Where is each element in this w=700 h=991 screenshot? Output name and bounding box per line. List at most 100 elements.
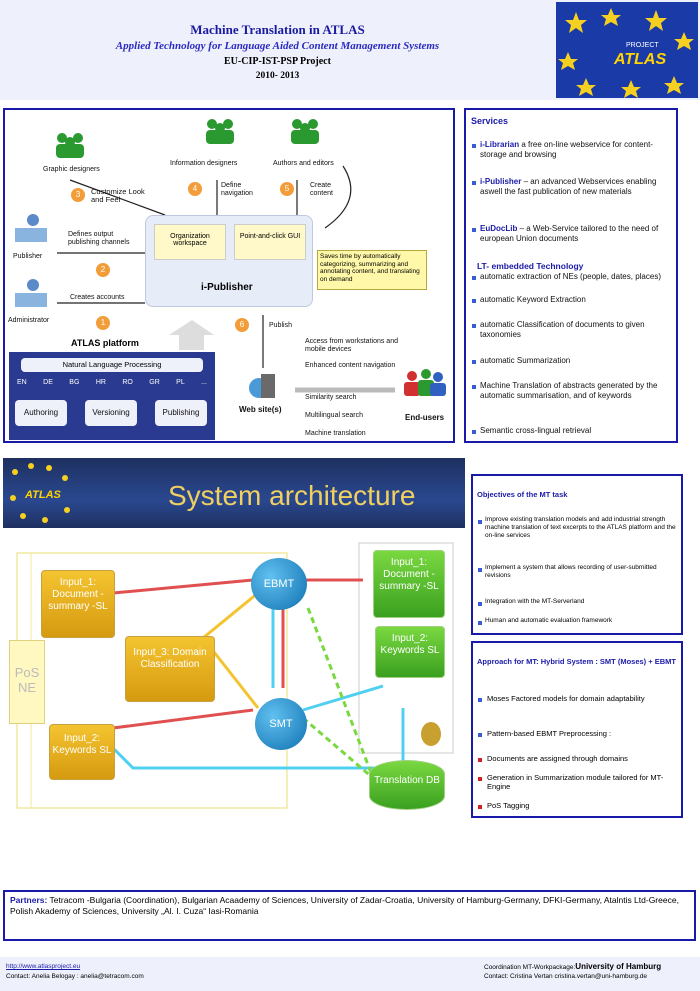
approach-item: PoS Tagging xyxy=(487,801,530,810)
atlas-logo: PROJECT ATLAS xyxy=(556,2,698,98)
lang-gr: GR xyxy=(149,379,160,386)
services-heading: Services xyxy=(471,116,509,126)
i-publisher-label: i-Publisher xyxy=(201,282,253,293)
end-users-icon xyxy=(400,368,450,400)
role-end-users: End-users xyxy=(405,413,445,422)
step-publish: Publish xyxy=(269,322,292,329)
lt-item: automatic Keyword Extraction xyxy=(480,295,586,304)
architecture-diagram: ATLAS System architecture PoS NE Input_1… xyxy=(3,458,465,813)
information-designers-icon xyxy=(200,116,240,146)
pos-ne-box: PoS NE xyxy=(9,640,45,724)
bullet-icon xyxy=(472,144,476,148)
step-number-2: 2 xyxy=(96,263,110,277)
bullet-icon xyxy=(472,385,476,389)
objectives-panel: Objectives of the MT task Improve existi… xyxy=(471,474,683,635)
bullet-icon xyxy=(478,568,482,572)
objectives-heading: Objectives of the MT task xyxy=(477,490,568,499)
module-versioning: Versioning xyxy=(85,400,137,426)
contact-hamburg: Contact: Cristina Vertan cristina.vertan… xyxy=(484,973,648,980)
step-define-output: Defines output publishing channels xyxy=(68,231,130,246)
architecture-banner: ATLAS System architecture xyxy=(3,458,465,528)
organization-workspace: Organization workspace xyxy=(154,224,226,260)
lang-bg: BG xyxy=(69,379,80,386)
output-1-document: Input_1: Document -summary -SL xyxy=(373,550,445,618)
lang-hr: HR xyxy=(95,379,106,386)
poster-subtitle: Applied Technology for Language Aided Co… xyxy=(115,40,440,52)
step-customize: Customize Look and Feel xyxy=(91,187,145,204)
bullet-icon xyxy=(478,621,482,625)
lang-de: DE xyxy=(43,379,53,386)
approach-heading: Approach for MT: Hybrid System : SMT (Mo… xyxy=(477,657,676,666)
access-workstations: Access from workstations and mobile devi… xyxy=(305,338,398,353)
role-administrator: Administrator xyxy=(8,317,50,324)
website-label: Web site(s) xyxy=(239,405,282,414)
partners-label: Partners: xyxy=(10,895,48,905)
logo-atlas-text: ATLAS xyxy=(614,51,667,68)
step-number-4: 4 xyxy=(188,182,202,196)
architecture-title: System architecture xyxy=(168,480,416,511)
bullet-icon xyxy=(478,733,482,737)
step-number-3: 3 xyxy=(71,188,85,202)
objective-item: Human and automatic evaluation framework xyxy=(485,617,613,624)
service-ipublisher: i-Publisher – an advanced Webservices en… xyxy=(480,177,657,196)
lt-item: automatic extraction of NEs (people, dat… xyxy=(480,272,661,281)
services-panel: Services i-Librarian a free on-line webs… xyxy=(464,108,678,443)
poster-title: Machine Translation in ATLAS xyxy=(190,22,365,37)
step-number-5: 5 xyxy=(280,182,294,196)
step-number-6: 6 xyxy=(235,318,249,332)
lang-pl: PL xyxy=(176,379,185,386)
coordination-label: Coordination MT-Workpackage:University o… xyxy=(484,962,662,971)
multilingual-search: Multilingual search xyxy=(305,412,363,419)
authors-editors-icon xyxy=(285,116,325,146)
objective-item: Integration with the MT-Serverland xyxy=(485,598,585,605)
approach-item: Generation in Summarization module tailo… xyxy=(487,773,664,791)
workflow-diagram: Graphic designers Information designers … xyxy=(3,108,455,443)
bullet-icon xyxy=(472,430,476,434)
enhanced-navigation: Enhanced content navigation xyxy=(305,362,396,369)
graphic-designers-icon xyxy=(50,130,90,160)
bullet-icon xyxy=(472,181,476,185)
module-publishing: Publishing xyxy=(155,400,207,426)
administrator-icon xyxy=(11,275,51,307)
svg-text:ATLAS: ATLAS xyxy=(24,489,62,501)
architecture-flows xyxy=(16,542,454,809)
point-click-gui: Point-and-click GUI xyxy=(234,224,306,260)
input-2-keywords: Input_2: Keywords SL xyxy=(49,724,115,780)
i-publisher-box: Organization workspace Point-and-click G… xyxy=(145,215,313,307)
step-create-accounts: Creates accounts xyxy=(70,294,125,301)
output-2-keywords: Input_2: Keywords SL xyxy=(375,626,445,678)
bullet-icon xyxy=(478,698,482,702)
nlp-bar: Natural Language Processing xyxy=(21,358,203,372)
step-number-1: 1 xyxy=(96,316,110,330)
lt-item: Semantic cross-lingual retrieval xyxy=(480,426,592,435)
service-ilibrarian: i-Librarian a free on-line webservice fo… xyxy=(480,140,653,159)
publisher-icon xyxy=(11,210,51,242)
role-authors-editors: Authors and editors xyxy=(273,160,334,167)
role-graphic-designers: Graphic designers xyxy=(43,166,100,173)
similarity-search: Similarity search xyxy=(305,394,357,401)
project-years: 2010- 2013 xyxy=(255,71,300,81)
service-eudoclib: EuDocLib – a Web-Service tailored to the… xyxy=(480,224,659,243)
input-3-domain: Input_3: Domain Classification xyxy=(125,636,215,702)
atlas-platform-label: ATLAS platform xyxy=(71,338,139,348)
step-create-content: Create content xyxy=(310,182,333,197)
workflow-arrows xyxy=(57,165,395,393)
machine-translation-access: Machine translation xyxy=(305,430,366,437)
role-publisher: Publisher xyxy=(13,253,43,260)
smt-engine: SMT xyxy=(255,698,307,750)
bullet-icon xyxy=(472,299,476,303)
input-1-source: Input_1: Document -summary -SL xyxy=(41,570,115,638)
approach-item: Pattern-based EBMT Preprocessing : xyxy=(487,729,612,738)
project-url-link[interactable]: http://www.atlasproject.eu xyxy=(6,963,81,970)
lt-heading: LT- embedded Technology xyxy=(477,261,584,271)
ebmt-engine: EBMT xyxy=(251,558,307,610)
logo-project-text: PROJECT xyxy=(626,42,659,49)
bullet-icon xyxy=(478,805,482,809)
approach-item: Documents are assigned through domains xyxy=(487,754,628,763)
objective-item: Implement a system that allows recording… xyxy=(485,564,657,579)
bullet-icon xyxy=(472,228,476,232)
lt-item: automatic Summarization xyxy=(480,356,571,365)
lang-en: EN xyxy=(17,379,27,386)
